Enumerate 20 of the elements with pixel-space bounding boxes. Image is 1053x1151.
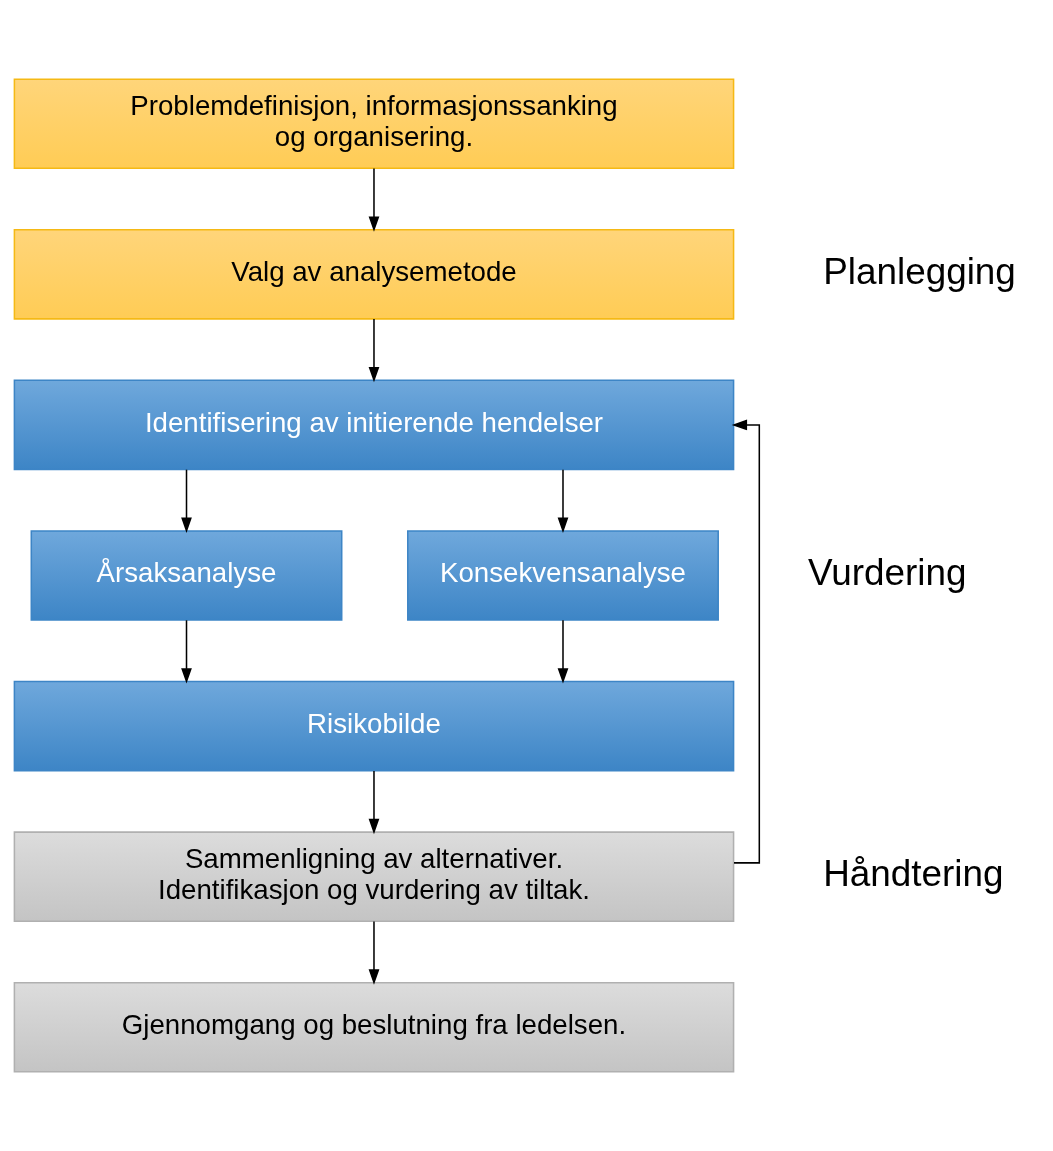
node-box: Gjennomgang og beslutning fra ledelsen. (13, 981, 735, 1073)
label: Håndtering (823, 853, 1004, 895)
arrow (181, 468, 192, 533)
node-box: Sammenligning av alternativer. Identifikasjon og vurdering av tiltak. (13, 831, 735, 923)
label: Vurdering (807, 552, 967, 594)
arrow (368, 167, 380, 232)
label: Planlegging (823, 250, 1016, 292)
arrow (181, 619, 192, 684)
arrow (368, 920, 380, 985)
arrow (557, 619, 569, 684)
arrow (368, 318, 380, 383)
node-box: Risikobilde (13, 680, 735, 772)
arrow (368, 770, 380, 835)
node-box: Problemdefinisjon, informasjonssanking og organisering. (13, 78, 735, 170)
node-box: Valg av analysemetode (13, 228, 735, 320)
node-box: Årsaksanalyse (30, 530, 343, 621)
node-box: Konsekvensanalyse (407, 530, 719, 621)
node-box: Identifisering av initierende hendelser (13, 379, 735, 471)
arrow (731, 419, 761, 864)
arrow (557, 468, 569, 533)
